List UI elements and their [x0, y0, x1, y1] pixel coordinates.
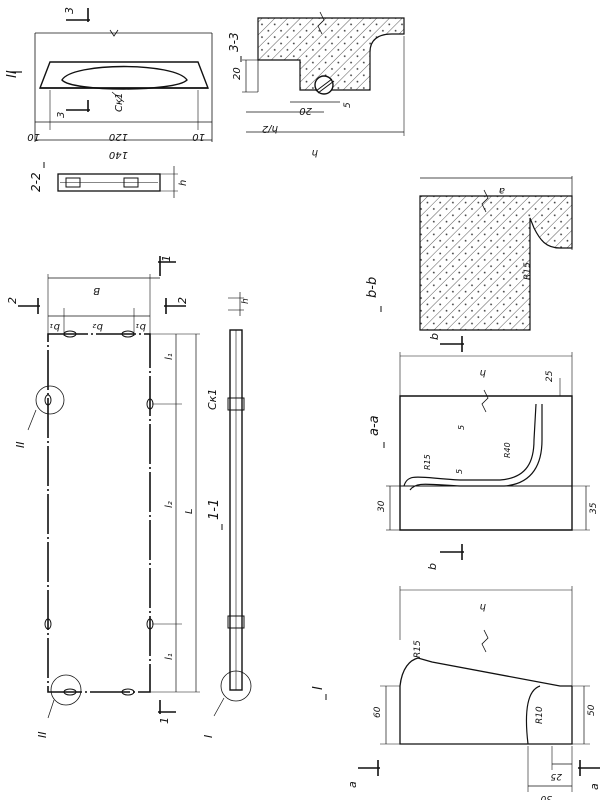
- dim-a-b-b: a: [499, 185, 505, 196]
- radius-r15-b-b: R15: [523, 262, 533, 280]
- section-1-mark-bottom: 1: [158, 717, 171, 724]
- view-i-body: [399, 686, 573, 745]
- dim-h2: h/2: [262, 123, 278, 134]
- section-b-mark-top: b: [428, 333, 441, 340]
- handle-slot: [61, 65, 188, 90]
- section-1-1: h Ск1 1-1 I: [202, 292, 252, 738]
- dim-l2: l₂: [164, 501, 175, 508]
- view-ii-detail: II 3 3 Ск1 10 120 10 140: [5, 7, 213, 160]
- section-a-mark-left: a: [346, 781, 359, 788]
- detail-ii-circle-bottom: [50, 674, 82, 706]
- section-b-mark-bottom: b: [426, 563, 439, 570]
- section-2-mark-left: 2: [6, 297, 19, 304]
- dim-h-2-2: h: [178, 180, 189, 186]
- dim-25-a-a: 25: [545, 370, 555, 382]
- detail-ii-circle-top: [35, 385, 65, 415]
- section-1-mark-top: 1: [160, 255, 173, 262]
- dim-b1-left: b₁: [50, 321, 60, 332]
- ck1-label-1-1: Ск1: [206, 389, 219, 410]
- dim-l-length: L: [184, 508, 195, 514]
- dim-20-vertical: 20: [232, 67, 243, 80]
- dim-l1-top: l₁: [164, 353, 175, 360]
- dim-120: 120: [109, 131, 128, 142]
- section-2-2: 2-2 h: [29, 162, 189, 198]
- dim-b1-right: b₁: [136, 321, 146, 332]
- dim-h-1-1: h: [241, 298, 251, 304]
- dim-b-width: B: [93, 285, 100, 296]
- dim-30-a-a: 30: [377, 500, 387, 512]
- dim-l1-bottom: l₁: [164, 653, 175, 660]
- dim-60: 60: [373, 706, 383, 718]
- concrete-hatch-b-b: [419, 195, 573, 331]
- section-2-2-label: 2-2: [29, 172, 43, 192]
- dim-30-view-i: 30: [540, 793, 552, 800]
- view-i-label: I: [311, 686, 326, 690]
- dim-35-a-a: 35: [589, 502, 599, 514]
- dim-20-horizontal: 20: [299, 105, 312, 116]
- dim-5-a-a-mid: 5: [455, 469, 464, 474]
- section-a-a-label: a-a: [367, 415, 382, 436]
- dim-140: 140: [109, 149, 128, 160]
- dim-h-view-i: h: [480, 601, 486, 612]
- dim-h-a-a: h: [480, 367, 486, 378]
- section-3-3: 3-3 20 20 5 h/2 h: [227, 11, 405, 158]
- dim-5-3-3: 5: [343, 102, 353, 108]
- view-ii-label: II: [5, 70, 20, 78]
- section-3-mark-bottom: 3: [56, 112, 67, 118]
- section-2-mark-right: 2: [176, 297, 189, 304]
- dim-10-left: 10: [27, 131, 40, 142]
- dim-10-right: 10: [192, 131, 205, 142]
- detail-i-mark: I: [202, 735, 215, 738]
- radius-r15-a-a: R15: [423, 454, 432, 470]
- section-3-mark-top: 3: [63, 7, 76, 14]
- plan-view: 1 B 2 2 b₁ b₂ b₁ II II: [6, 255, 200, 738]
- view-i-detail: h R15 R10 60 50 25 30 I a a: [311, 586, 601, 800]
- section-b-b-label: b-b: [365, 277, 380, 298]
- section-b-b: a R15 b-b: [365, 176, 573, 331]
- dim-50: 50: [587, 704, 597, 716]
- detail-ii-mark-bottom: II: [36, 732, 49, 739]
- section-a-mark-right: a: [588, 783, 601, 790]
- section-1-1-label: 1-1: [207, 499, 222, 520]
- radius-r40: R40: [503, 442, 512, 458]
- ck1-label-ii: Ск1: [114, 93, 125, 112]
- dim-b2: b₂: [93, 321, 103, 332]
- dim-5-a-a-top: 5: [457, 425, 466, 430]
- radius-r15-view-i: R15: [413, 640, 423, 658]
- dim-25-view-i: 25: [550, 771, 562, 781]
- dim-h-3-3: h: [312, 147, 318, 158]
- concrete-hatch-3-3: [257, 17, 405, 91]
- radius-r10: R10: [535, 706, 545, 724]
- detail-i-circle: [220, 670, 252, 702]
- section-a-a: b h R15 R40 5 5 25 30 35 a-a b: [367, 333, 599, 570]
- panel-outline: [47, 333, 151, 693]
- section-2-2-body: [57, 173, 161, 192]
- detail-ii-mark-top: II: [14, 442, 27, 449]
- section-3-3-label: 3-3: [227, 32, 241, 52]
